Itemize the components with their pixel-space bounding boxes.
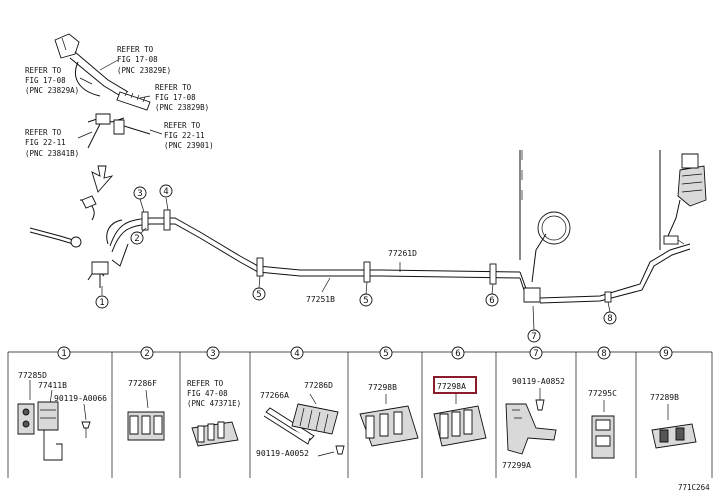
svg-text:6: 6 — [489, 296, 494, 306]
reference-fig17-mid: REFER TO FIG 17-08 (PNC 23829B) — [155, 83, 209, 112]
svg-text:REFER TO: REFER TO — [187, 379, 224, 388]
svg-text:8: 8 — [607, 314, 612, 324]
svg-text:2: 2 — [144, 349, 149, 359]
ref-line: FIG 17-08 — [155, 93, 196, 102]
filler-neck-detail — [54, 33, 163, 149]
ref-line: FIG 17-08 — [25, 76, 66, 85]
figure-id: 771C264 — [678, 483, 710, 492]
callout-1: 1 — [95, 295, 109, 309]
reference-fig17-top: REFER TO FIG 17-08 (PNC 23829E) — [117, 45, 171, 75]
ref-line: REFER TO — [25, 128, 62, 137]
ref-line: FIG 17-08 — [117, 55, 158, 64]
ref-line: (PNC 23841B) — [25, 149, 79, 158]
part-label: 77286D — [304, 381, 333, 390]
callout-3: 3 — [133, 186, 147, 200]
part-label: 77286F — [128, 379, 157, 388]
callout-5a: 5 — [252, 287, 266, 301]
section-2-parts: 77286F — [127, 379, 165, 441]
ref-line: (PNC 23829B) — [155, 103, 209, 112]
svg-text:4: 4 — [294, 349, 299, 359]
part-label: 77289B — [650, 393, 679, 402]
part-label: 77285D — [18, 371, 47, 380]
svg-text:5: 5 — [383, 349, 388, 359]
ref-line: (PNC 23901) — [164, 141, 214, 150]
section-6: 6 — [451, 346, 465, 360]
part-label: 90119-A0852 — [512, 377, 565, 386]
svg-text:4: 4 — [163, 187, 168, 197]
svg-text:5: 5 — [256, 290, 261, 300]
brake-tube-routing — [29, 195, 521, 295]
svg-text:8: 8 — [601, 349, 606, 359]
part-label-highlighted[interactable]: 77298A — [437, 382, 466, 391]
svg-text:2: 2 — [134, 234, 139, 244]
ref-line: REFER TO — [117, 45, 154, 54]
callout-2: 2 — [130, 231, 144, 245]
tube-label-77261d: 77261D — [388, 249, 417, 258]
svg-text:7: 7 — [533, 349, 538, 359]
ref-line: (PNC 23829A) — [25, 86, 79, 95]
svg-text:3: 3 — [137, 189, 142, 199]
callout-7: 7 — [527, 329, 541, 343]
ref-line: REFER TO — [155, 83, 192, 92]
section-3: 3 — [206, 346, 220, 360]
ref-line: FIG 22-11 — [25, 138, 66, 147]
reference-fig22-right: REFER TO FIG 22-11 (PNC 23901) — [164, 121, 214, 150]
section-4-parts: 77266A 77286D 90119-A0052 — [256, 381, 345, 458]
part-label: 77298B — [368, 383, 397, 392]
svg-text:5: 5 — [363, 296, 368, 306]
part-label: 77299A — [502, 461, 531, 470]
section-4: 4 — [290, 346, 304, 360]
section-8-parts: 77295C — [588, 389, 617, 459]
callout-4: 4 — [159, 184, 173, 198]
reference-fig22-left: REFER TO FIG 22-11 (PNC 23841B) — [25, 128, 79, 158]
section-5: 5 — [379, 346, 393, 360]
section-1: 1 — [57, 346, 71, 360]
ref-line: REFER TO — [164, 121, 201, 130]
reference-fig17-left: REFER TO FIG 17-08 (PNC 23829A) — [25, 66, 79, 95]
section-3-parts: REFER TO FIG 47-08 (PNC 47371E) — [187, 379, 241, 447]
svg-text:(PNC 47371E): (PNC 47371E) — [187, 399, 241, 408]
section-9-parts: 77289B — [650, 393, 697, 449]
section-5-parts: 77298B — [359, 383, 419, 447]
section-7: 7 — [529, 346, 543, 360]
svg-text:1: 1 — [61, 349, 66, 359]
rear-axle-area — [519, 150, 707, 331]
svg-text:FIG 47-08: FIG 47-08 — [187, 389, 228, 398]
ref-line: REFER TO — [25, 66, 62, 75]
svg-text:9: 9 — [663, 349, 668, 359]
part-label: 77295C — [588, 389, 617, 398]
section-7-parts: 90119-A0852 77299A — [502, 377, 565, 470]
section-8: 8 — [597, 346, 611, 360]
ref-line: FIG 22-11 — [164, 131, 205, 140]
section-1-parts: 77285D 77411B 90119-A0066 — [17, 371, 107, 461]
bottom-panel — [7, 351, 713, 478]
part-label: 77266A — [260, 391, 289, 400]
part-label: 90119-A0066 — [54, 394, 107, 403]
direction-arrow-icon — [91, 165, 114, 193]
part-label: 90119-A0052 — [256, 449, 309, 458]
highlight-box[interactable] — [433, 376, 477, 394]
section-2: 2 — [140, 346, 154, 360]
callout-5b: 5 — [359, 293, 373, 307]
svg-text:6: 6 — [455, 349, 460, 359]
tube-label-77251b: 77251B — [306, 295, 335, 304]
section-9: 9 — [659, 346, 673, 360]
svg-text:7: 7 — [531, 332, 536, 342]
svg-text:1: 1 — [99, 298, 104, 308]
section-6-parts: 77298A — [433, 376, 487, 447]
callout-6: 6 — [485, 293, 499, 307]
callout-8: 8 — [603, 311, 617, 325]
part-label: 77411B — [38, 381, 67, 390]
svg-text:3: 3 — [210, 349, 215, 359]
ref-line: (PNC 23829E) — [117, 66, 171, 75]
